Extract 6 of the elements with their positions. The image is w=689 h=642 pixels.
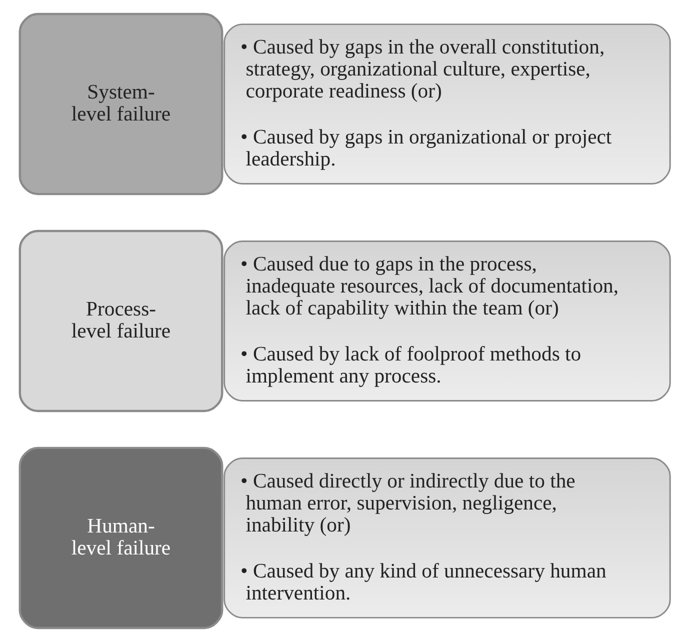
node-box: System- level failure xyxy=(18,12,223,196)
node-box: Process- level failure xyxy=(18,230,223,412)
node-box: • Caused by gaps in the overall constitution, strategy, organizational culture, expertise, corporate readiness (or) • Caused by gaps in organizational or project leadership. xyxy=(223,24,670,184)
node-box: Human- level failure xyxy=(18,446,223,630)
node-box: • Caused directly or indirectly due to the human error, supervision, negligence, inability (or) • Caused by any kind of unnecessary human intervention. xyxy=(223,458,670,618)
node-box: • Caused due to gaps in the process, inadequate resources, lack of documentation, lack of capability within the team (or) • Caused by lack of foolproof methods to implement any process. xyxy=(223,240,670,402)
